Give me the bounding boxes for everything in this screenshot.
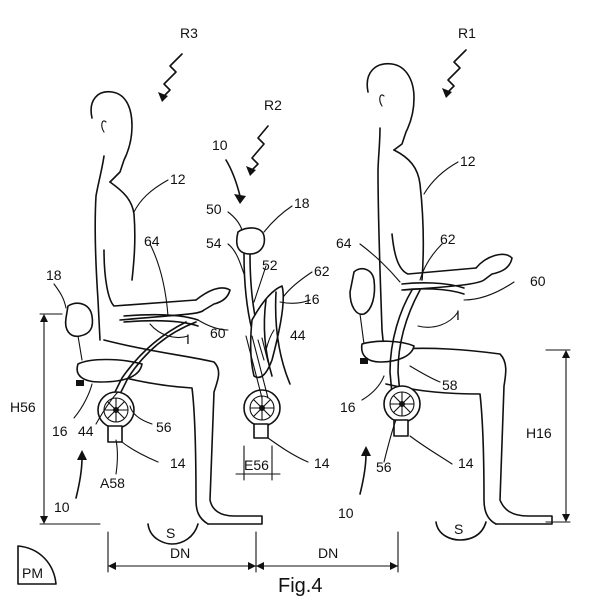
label-10-right: 10 xyxy=(338,505,354,521)
label-12-left: 12 xyxy=(170,171,186,187)
label-s-left: S xyxy=(166,525,175,541)
label-44-mid: 44 xyxy=(290,327,306,343)
s-circle-left xyxy=(147,523,199,545)
label-h56: H56 xyxy=(10,399,36,415)
label-56-right: 56 xyxy=(376,459,392,475)
label-h16: H16 xyxy=(526,425,552,441)
label-e56: E56 xyxy=(244,457,269,473)
label-64-left: 64 xyxy=(144,233,160,249)
left-chair xyxy=(64,302,199,443)
label-s-right: S xyxy=(454,521,463,537)
label-52: 52 xyxy=(262,257,278,273)
label-12-right: 12 xyxy=(460,153,476,169)
label-50: 50 xyxy=(206,201,222,217)
label-56-left: 56 xyxy=(156,419,172,435)
label-18-mid: 18 xyxy=(294,195,310,211)
label-58: 58 xyxy=(442,377,458,393)
label-10-top: 10 xyxy=(212,137,228,153)
right-person xyxy=(366,63,553,525)
middle-chair xyxy=(235,227,291,439)
label-44-left: 44 xyxy=(78,423,94,439)
label-10-left: 10 xyxy=(54,499,70,515)
corner-label-pm: PM xyxy=(22,565,43,581)
label-60-right: 60 xyxy=(530,273,546,289)
pm-corner-mark xyxy=(17,545,57,585)
s-circle-right xyxy=(435,521,487,541)
label-54: 54 xyxy=(206,235,222,251)
label-64-right: 64 xyxy=(336,235,352,251)
label-18-left: 18 xyxy=(46,267,62,283)
right-chair xyxy=(349,267,465,437)
left-person xyxy=(90,91,263,525)
figure-caption: Fig.4 xyxy=(278,575,322,597)
label-i-left: I xyxy=(186,331,190,347)
label-r1: R1 xyxy=(458,25,476,41)
label-14-right: 14 xyxy=(458,455,474,471)
label-i-right: I xyxy=(456,307,460,323)
label-16-mid: 16 xyxy=(304,291,320,307)
label-14-left: 14 xyxy=(170,455,186,471)
label-14-mid: 14 xyxy=(314,455,330,471)
label-a58: A58 xyxy=(100,475,125,491)
label-62-right: 62 xyxy=(440,231,456,247)
label-dn-right: DN xyxy=(318,545,338,561)
label-62-mid: 62 xyxy=(314,263,330,279)
label-16-right: 16 xyxy=(340,399,356,415)
label-16-left: 16 xyxy=(52,423,68,439)
label-r2: R2 xyxy=(264,97,282,113)
label-60-mid: 60 xyxy=(210,325,226,341)
label-dn-left: DN xyxy=(170,545,190,561)
label-r3: R3 xyxy=(180,25,198,41)
